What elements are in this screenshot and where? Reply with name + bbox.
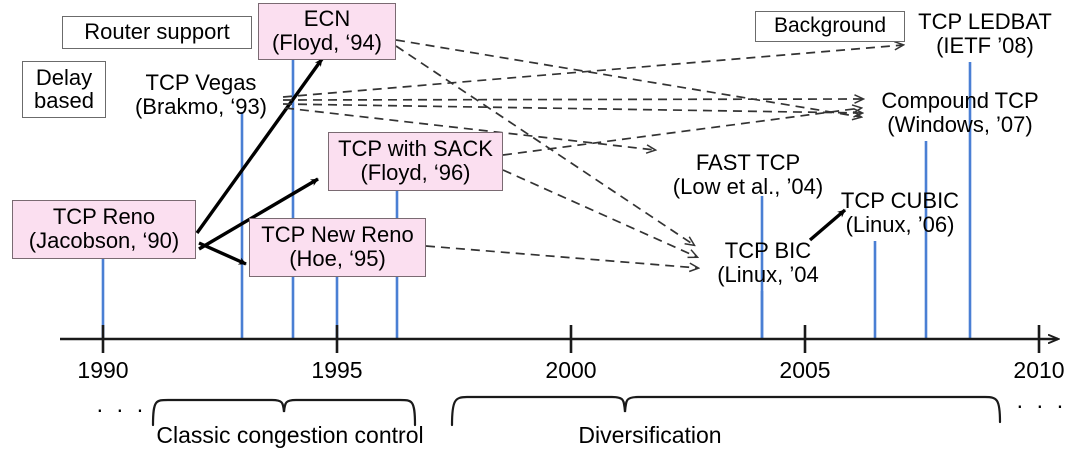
node-tcp-ledbat-cite: (IETF ’08) bbox=[936, 32, 1034, 58]
axis-tick-1995: 1995 bbox=[311, 357, 363, 383]
arrow-reno-to-ecn bbox=[195, 58, 324, 234]
node-compound-tcp[interactable]: Compound TCP (Windows, ’07) bbox=[862, 84, 1058, 141]
arrow-newreno-to-bic bbox=[425, 245, 698, 268]
node-fast-tcp-cite: (Low et al., ’04) bbox=[672, 173, 824, 199]
node-tcp-bic-cite: (Linux, ’04 bbox=[717, 261, 819, 287]
node-fast-tcp-name: FAST TCP bbox=[695, 149, 801, 175]
node-tcp-ledbat-name: TCP LEDBAT bbox=[918, 8, 1052, 34]
node-tcp-vegas-name: TCP Vegas bbox=[145, 69, 257, 95]
node-tcp-new-reno-cite: (Hoe, ‘95) bbox=[289, 246, 386, 271]
node-tcp-reno-name: TCP Reno bbox=[52, 204, 156, 230]
node-tcp-ledbat[interactable]: TCP LEDBAT (IETF ’08) bbox=[910, 5, 1060, 62]
dashed-arrows bbox=[282, 39, 903, 268]
node-fast-tcp[interactable]: FAST TCP (Low et al., ’04) bbox=[658, 146, 838, 203]
category-delay-based: Delay based bbox=[22, 61, 106, 118]
node-tcp-vegas-cite: (Brakmo, ‘93) bbox=[134, 93, 268, 119]
node-tcp-cubic-cite: (Linux, ’06) bbox=[845, 211, 955, 237]
ellipsis-right: · · · bbox=[1016, 392, 1067, 418]
brace-classic bbox=[151, 398, 417, 427]
node-tcp-sack-name: TCP with SACK bbox=[338, 136, 493, 162]
node-tcp-cubic-name: TCP CUBIC bbox=[840, 187, 960, 213]
ellipsis-left: · · · bbox=[96, 396, 147, 422]
arrow-sack-to-compound bbox=[502, 108, 861, 156]
node-tcp-vegas[interactable]: TCP Vegas (Brakmo, ‘93) bbox=[111, 66, 291, 123]
node-tcp-reno[interactable]: TCP Reno (Jacobson, ‘90) bbox=[12, 200, 196, 259]
arrow-vegas-to-ledbat bbox=[282, 45, 903, 98]
axis-tick-2010: 2010 bbox=[1013, 357, 1065, 383]
node-ecn-cite: (Floyd, ‘94) bbox=[271, 30, 383, 55]
brace-diversification bbox=[450, 395, 1002, 427]
node-tcp-sack-cite: (Floyd, ‘96) bbox=[360, 160, 471, 185]
arrow-reno-to-sack bbox=[198, 177, 319, 251]
node-tcp-reno-cite: (Jacobson, ‘90) bbox=[28, 228, 180, 253]
category-router-support-label: Router support bbox=[84, 19, 230, 45]
solid-arrows bbox=[195, 58, 847, 266]
node-tcp-bic-name: TCP BIC bbox=[724, 237, 812, 263]
arrow-reno-to-newreno bbox=[198, 241, 247, 266]
arrow-sack-to-bic bbox=[502, 169, 697, 257]
node-compound-tcp-name: Compound TCP bbox=[881, 87, 1039, 113]
axis-tick-1990: 1990 bbox=[77, 357, 129, 383]
category-delay-based-line2: based bbox=[34, 88, 94, 113]
axis-tick-2005: 2005 bbox=[779, 357, 831, 383]
node-tcp-new-reno[interactable]: TCP New Reno (Hoe, ‘95) bbox=[249, 218, 426, 277]
era-braces bbox=[151, 395, 1002, 427]
node-ecn[interactable]: ECN (Floyd, ‘94) bbox=[258, 3, 396, 60]
node-tcp-sack[interactable]: TCP with SACK (Floyd, ‘96) bbox=[328, 132, 503, 191]
axis-tick-2000: 2000 bbox=[545, 357, 597, 383]
arrow-ecn-to-compound bbox=[395, 39, 861, 117]
category-delay-based-line1: Delay bbox=[35, 64, 93, 90]
arrow-vegas-to-compound-2 bbox=[282, 103, 862, 113]
node-compound-tcp-cite: (Windows, ’07) bbox=[887, 111, 1033, 137]
arrow-vegas-to-fast bbox=[284, 107, 655, 150]
node-tcp-cubic[interactable]: TCP CUBIC (Linux, ’06) bbox=[830, 184, 970, 241]
era-label-classic: Classic congestion control bbox=[156, 422, 424, 448]
node-tcp-new-reno-name: TCP New Reno bbox=[261, 222, 414, 248]
node-ecn-name: ECN bbox=[303, 6, 351, 32]
category-background: Background bbox=[755, 11, 905, 42]
category-router-support: Router support bbox=[62, 16, 252, 49]
category-background-label: Background bbox=[773, 13, 887, 37]
arrow-bic-to-cubic bbox=[808, 208, 847, 242]
era-label-diversification: Diversification bbox=[578, 422, 722, 448]
arrow-vegas-to-compound bbox=[282, 99, 863, 100]
node-tcp-bic[interactable]: TCP BIC (Linux, ’04 bbox=[698, 234, 838, 291]
time-axis bbox=[60, 325, 1058, 353]
